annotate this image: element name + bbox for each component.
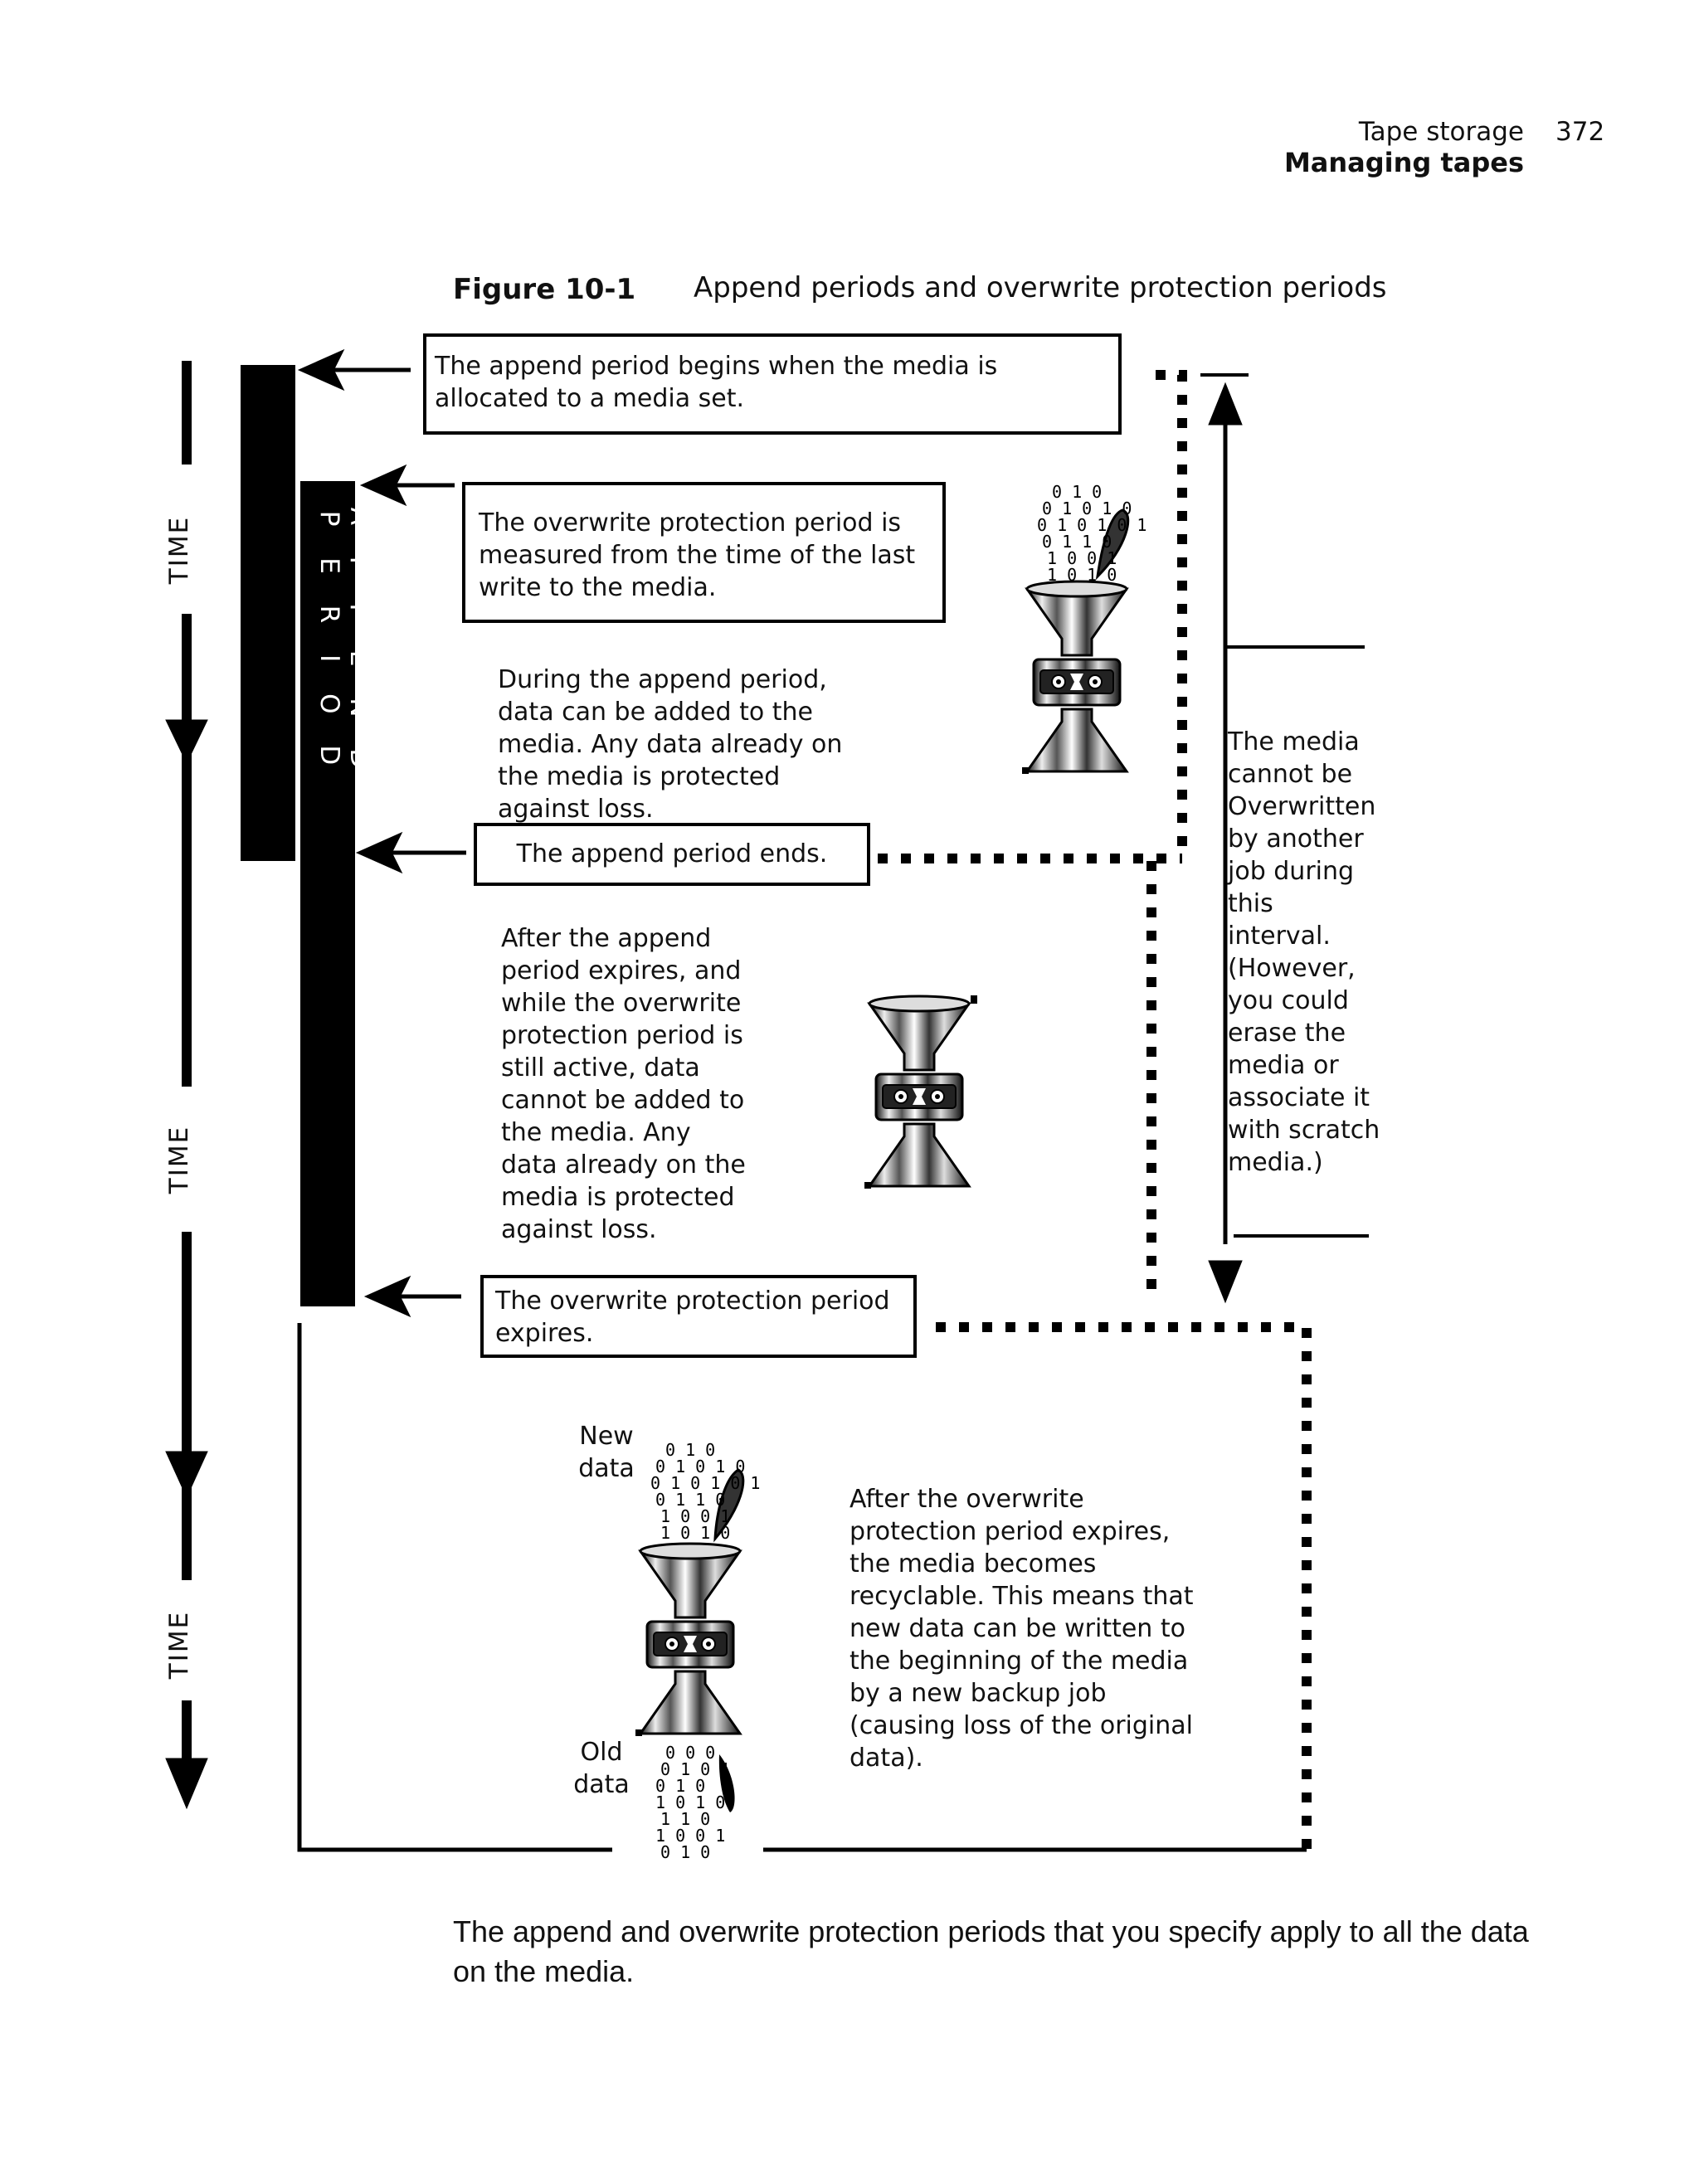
svg-text:1 0 1 0: 1 0 1 0 xyxy=(655,1792,725,1812)
append-begins-text: The append period begins when the media … xyxy=(435,352,998,413)
after-overwrite-text: After the overwrite protection period ex… xyxy=(850,1485,1194,1773)
overwrite-measured-box: The overwrite protection period is measu… xyxy=(462,482,946,623)
append-period-bar xyxy=(241,365,295,861)
svg-text:1 0 0 1: 1 0 0 1 xyxy=(1047,548,1117,568)
append-ends-text: The append period ends. xyxy=(516,839,828,868)
page-number: 372 xyxy=(1555,117,1605,147)
svg-text:0 1 1 0: 0 1 1 0 xyxy=(1042,532,1112,552)
svg-text:0 1 0 1: 0 1 0 1 xyxy=(660,1759,730,1779)
time-label: TIME xyxy=(164,1125,194,1194)
time-label: TIME xyxy=(164,1610,194,1680)
svg-text:1 1 0: 1 1 0 xyxy=(660,1809,710,1829)
svg-text:0 1 0 1 0 1: 0 1 0 1 0 1 xyxy=(650,1473,760,1493)
figure-caption: The append and overwrite protection peri… xyxy=(453,1914,1529,1988)
new-data-label: New data xyxy=(578,1422,635,1483)
svg-text:0 1 0: 0 1 0 xyxy=(660,1842,710,1862)
time-axis xyxy=(165,361,208,1810)
after-append-text: After the append period expires, and whi… xyxy=(501,924,746,1244)
old-binary-data-icon: 0 0 0 0 1 0 1 0 1 0 1 0 1 0 1 1 0 1 0 0 … xyxy=(655,1743,730,1862)
new-binary-data-icon: 0 1 0 0 1 0 1 0 0 1 0 1 0 1 0 1 1 0 1 0 … xyxy=(650,1440,760,1543)
cannot-overwrite-text: The media cannot be Overwritten by anoth… xyxy=(1228,727,1380,1177)
svg-text:0 0 0: 0 0 0 xyxy=(665,1743,715,1763)
svg-text:0 1 0 1 0 1: 0 1 0 1 0 1 xyxy=(1037,515,1146,535)
figure-label: Figure 10-1 xyxy=(453,273,636,306)
tape-device-recycle-icon xyxy=(634,1468,745,1812)
svg-text:1 0 0 1: 1 0 0 1 xyxy=(660,1506,730,1526)
during-append-text: During the append period, data can be ad… xyxy=(498,665,843,824)
tape-device-icon xyxy=(1020,508,1130,776)
append-ends-box: The append period ends. xyxy=(474,823,870,886)
recycle-frame xyxy=(297,1323,1307,1852)
svg-text:0 1 0: 0 1 0 xyxy=(1052,482,1102,502)
figure-title: Append periods and overwrite protection … xyxy=(694,271,1387,304)
overwrite-expires-text: The overwrite protection period expires. xyxy=(495,1287,890,1348)
tape-device-locked-icon xyxy=(863,995,977,1190)
interval-arrow xyxy=(1200,373,1369,1304)
dotted-connectors xyxy=(878,370,1312,1850)
overwrite-protection-bar xyxy=(300,481,355,1306)
svg-text:1 0 0 1: 1 0 0 1 xyxy=(655,1826,725,1846)
header-section-title: Tape storage xyxy=(1358,117,1524,147)
svg-text:0 1 0 1 0: 0 1 0 1 0 xyxy=(655,1457,745,1476)
svg-text:0 1 0 1 0: 0 1 0 1 0 xyxy=(1042,499,1132,518)
append-begins-box: The append period begins when the media … xyxy=(423,333,1122,435)
pointer-arrows xyxy=(297,348,466,1318)
binary-data-icon: 0 1 0 0 1 0 1 0 0 1 0 1 0 1 0 1 1 0 1 0 … xyxy=(1037,482,1146,585)
overwrite-measured-text: The overwrite protection period is measu… xyxy=(479,508,916,602)
old-data-label: Old data xyxy=(573,1738,630,1799)
time-label: TIME xyxy=(164,515,194,585)
svg-text:1 0 1 0: 1 0 1 0 xyxy=(660,1523,730,1543)
svg-text:1 0 1 0: 1 0 1 0 xyxy=(1047,565,1117,585)
overwrite-expires-box: The overwrite protection period expires. xyxy=(480,1275,917,1358)
svg-text:0 1 0: 0 1 0 xyxy=(665,1440,715,1460)
svg-text:0 1 0: 0 1 0 xyxy=(655,1776,705,1796)
svg-text:0 1 1 0: 0 1 1 0 xyxy=(655,1490,725,1510)
append-period-label: A P P E N D P E R I O D xyxy=(314,507,374,781)
header-chapter-title: Managing tapes xyxy=(1283,147,1524,178)
